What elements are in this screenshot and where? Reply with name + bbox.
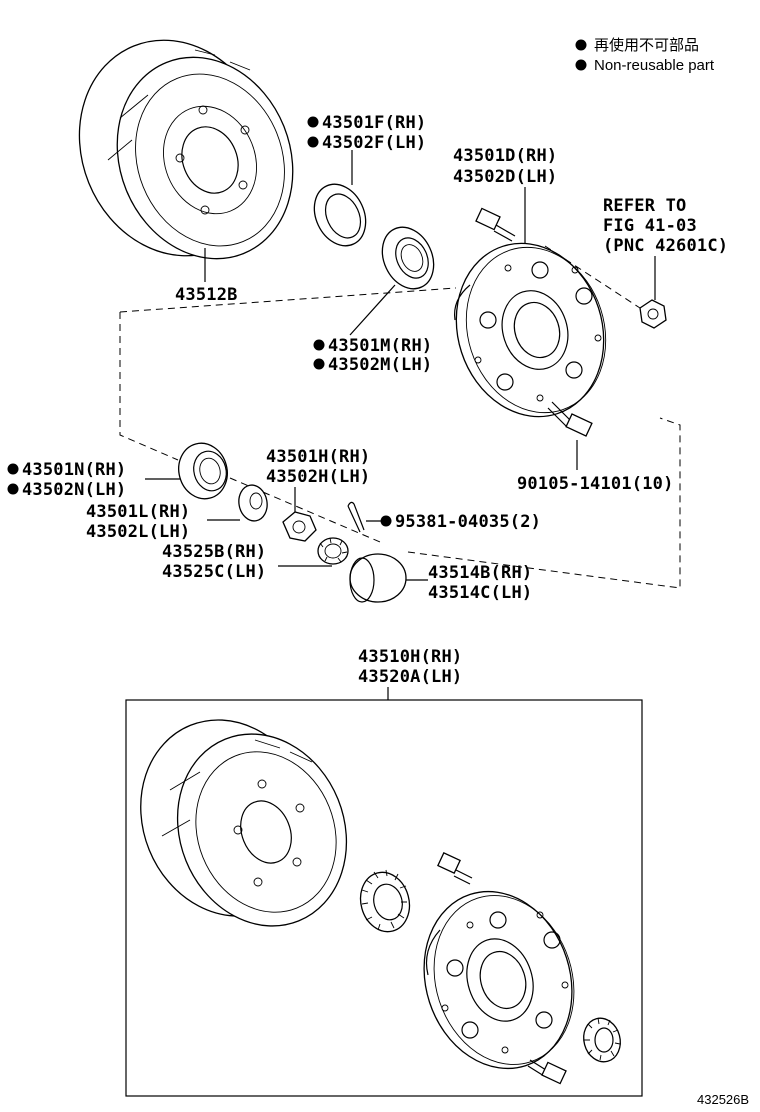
label-hub-bolt: 90105-14101(10) bbox=[517, 474, 674, 494]
label-refer-2: FIG 41-03 bbox=[603, 216, 697, 236]
non-reusable-dot-icon bbox=[313, 358, 325, 370]
label-hub-lh: 43502D(LH) bbox=[453, 167, 557, 187]
assembly-drum bbox=[140, 719, 348, 927]
legend-jp: 再使用不可部品 bbox=[594, 37, 699, 54]
outer-bearing bbox=[381, 226, 435, 290]
assembly-bolt bbox=[437, 851, 473, 885]
assembly-bearing bbox=[359, 869, 411, 933]
label-grease-cap-rh: 43514B(RH) bbox=[428, 563, 532, 583]
non-reusable-dot-icon bbox=[7, 463, 19, 475]
hub-bolt bbox=[547, 401, 593, 437]
non-reusable-dot-icon bbox=[307, 116, 319, 128]
non-reusable-dot-icon bbox=[380, 515, 392, 527]
label-outer-bearing-rh: 43501M(RH) bbox=[328, 336, 432, 356]
label-hub-rh: 43501D(RH) bbox=[453, 146, 557, 166]
label-drum: 43512B bbox=[175, 285, 238, 305]
brake-drum bbox=[78, 39, 294, 260]
hub-nut bbox=[282, 511, 317, 542]
non-reusable-dot-icon bbox=[7, 483, 19, 495]
label-outer-bearing-lh: 43502M(LH) bbox=[328, 355, 432, 375]
label-refer-3: (PNC 42601C) bbox=[603, 236, 728, 256]
label-nut-rh: 43501H(RH) bbox=[266, 447, 370, 467]
hub-bolt bbox=[475, 207, 516, 242]
non-reusable-dot-icon bbox=[307, 136, 319, 148]
thrust-washer bbox=[238, 484, 268, 522]
label-nut-lh: 43502H(LH) bbox=[266, 467, 370, 487]
label-assembly-rh: 43510H(RH) bbox=[358, 647, 462, 667]
axle-hub bbox=[453, 242, 607, 418]
label-lock-cap-lh: 43525C(LH) bbox=[162, 562, 266, 582]
label-washer-rh: 43501L(RH) bbox=[86, 502, 190, 522]
assembly-bolt bbox=[527, 1059, 567, 1085]
grease-cap bbox=[349, 553, 407, 603]
non-reusable-dot-icon bbox=[575, 59, 587, 71]
label-oil-seal-rh: 43501F(RH) bbox=[322, 113, 426, 133]
cotter-pin bbox=[347, 501, 365, 533]
hub-nut bbox=[639, 299, 667, 329]
non-reusable-dot-icon bbox=[313, 339, 325, 351]
label-inner-bearing-rh: 43501N(RH) bbox=[22, 460, 126, 480]
label-assembly-lh: 43520A(LH) bbox=[358, 667, 462, 687]
assembly-hub bbox=[423, 890, 575, 1070]
assembly-box bbox=[125, 699, 643, 1097]
non-reusable-dot-icon bbox=[575, 39, 587, 51]
oil-seal bbox=[313, 183, 367, 247]
legend-en: Non-reusable part bbox=[594, 57, 715, 74]
label-cotter-pin: 95381-04035(2) bbox=[395, 512, 541, 532]
lock-nut-cap bbox=[317, 537, 349, 565]
label-lock-cap-rh: 43525B(RH) bbox=[162, 542, 266, 562]
legend: 再使用不可部品 Non-reusable part bbox=[575, 37, 715, 74]
label-grease-cap-lh: 43514C(LH) bbox=[428, 583, 532, 603]
label-refer-1: REFER TO bbox=[603, 196, 686, 216]
figure-number: 432526B bbox=[697, 1092, 749, 1107]
label-washer-lh: 43502L(LH) bbox=[86, 522, 190, 542]
inner-bearing bbox=[178, 442, 228, 500]
label-oil-seal-lh: 43502F(LH) bbox=[322, 133, 426, 153]
assembly-small-bearing bbox=[583, 1017, 621, 1063]
label-inner-bearing-lh: 43502N(LH) bbox=[22, 480, 126, 500]
